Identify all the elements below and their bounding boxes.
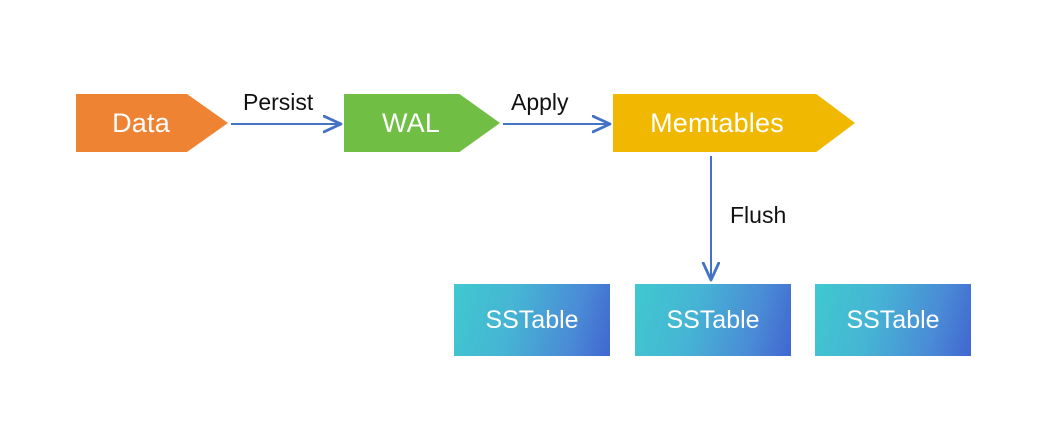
node-sstable-3[interactable]: SSTable — [815, 284, 971, 356]
node-sstable-2[interactable]: SSTable — [635, 284, 791, 356]
node-data[interactable]: Data — [76, 94, 228, 152]
node-sstable-3-label: SSTable — [846, 305, 940, 334]
node-wal-label: WAL — [381, 107, 441, 138]
edge-label-persist: Persist — [243, 89, 314, 115]
edge-label-flush: Flush — [730, 202, 787, 228]
node-memtables-label: Memtables — [650, 107, 784, 138]
node-data-label: Data — [112, 107, 170, 138]
node-sstable-1-label: SSTable — [485, 305, 579, 334]
node-sstable-1[interactable]: SSTable — [454, 284, 610, 356]
node-memtables[interactable]: Memtables — [613, 94, 855, 152]
edge-label-apply: Apply — [511, 89, 569, 115]
node-wal[interactable]: WAL — [344, 94, 500, 152]
node-sstable-2-label: SSTable — [666, 305, 760, 334]
